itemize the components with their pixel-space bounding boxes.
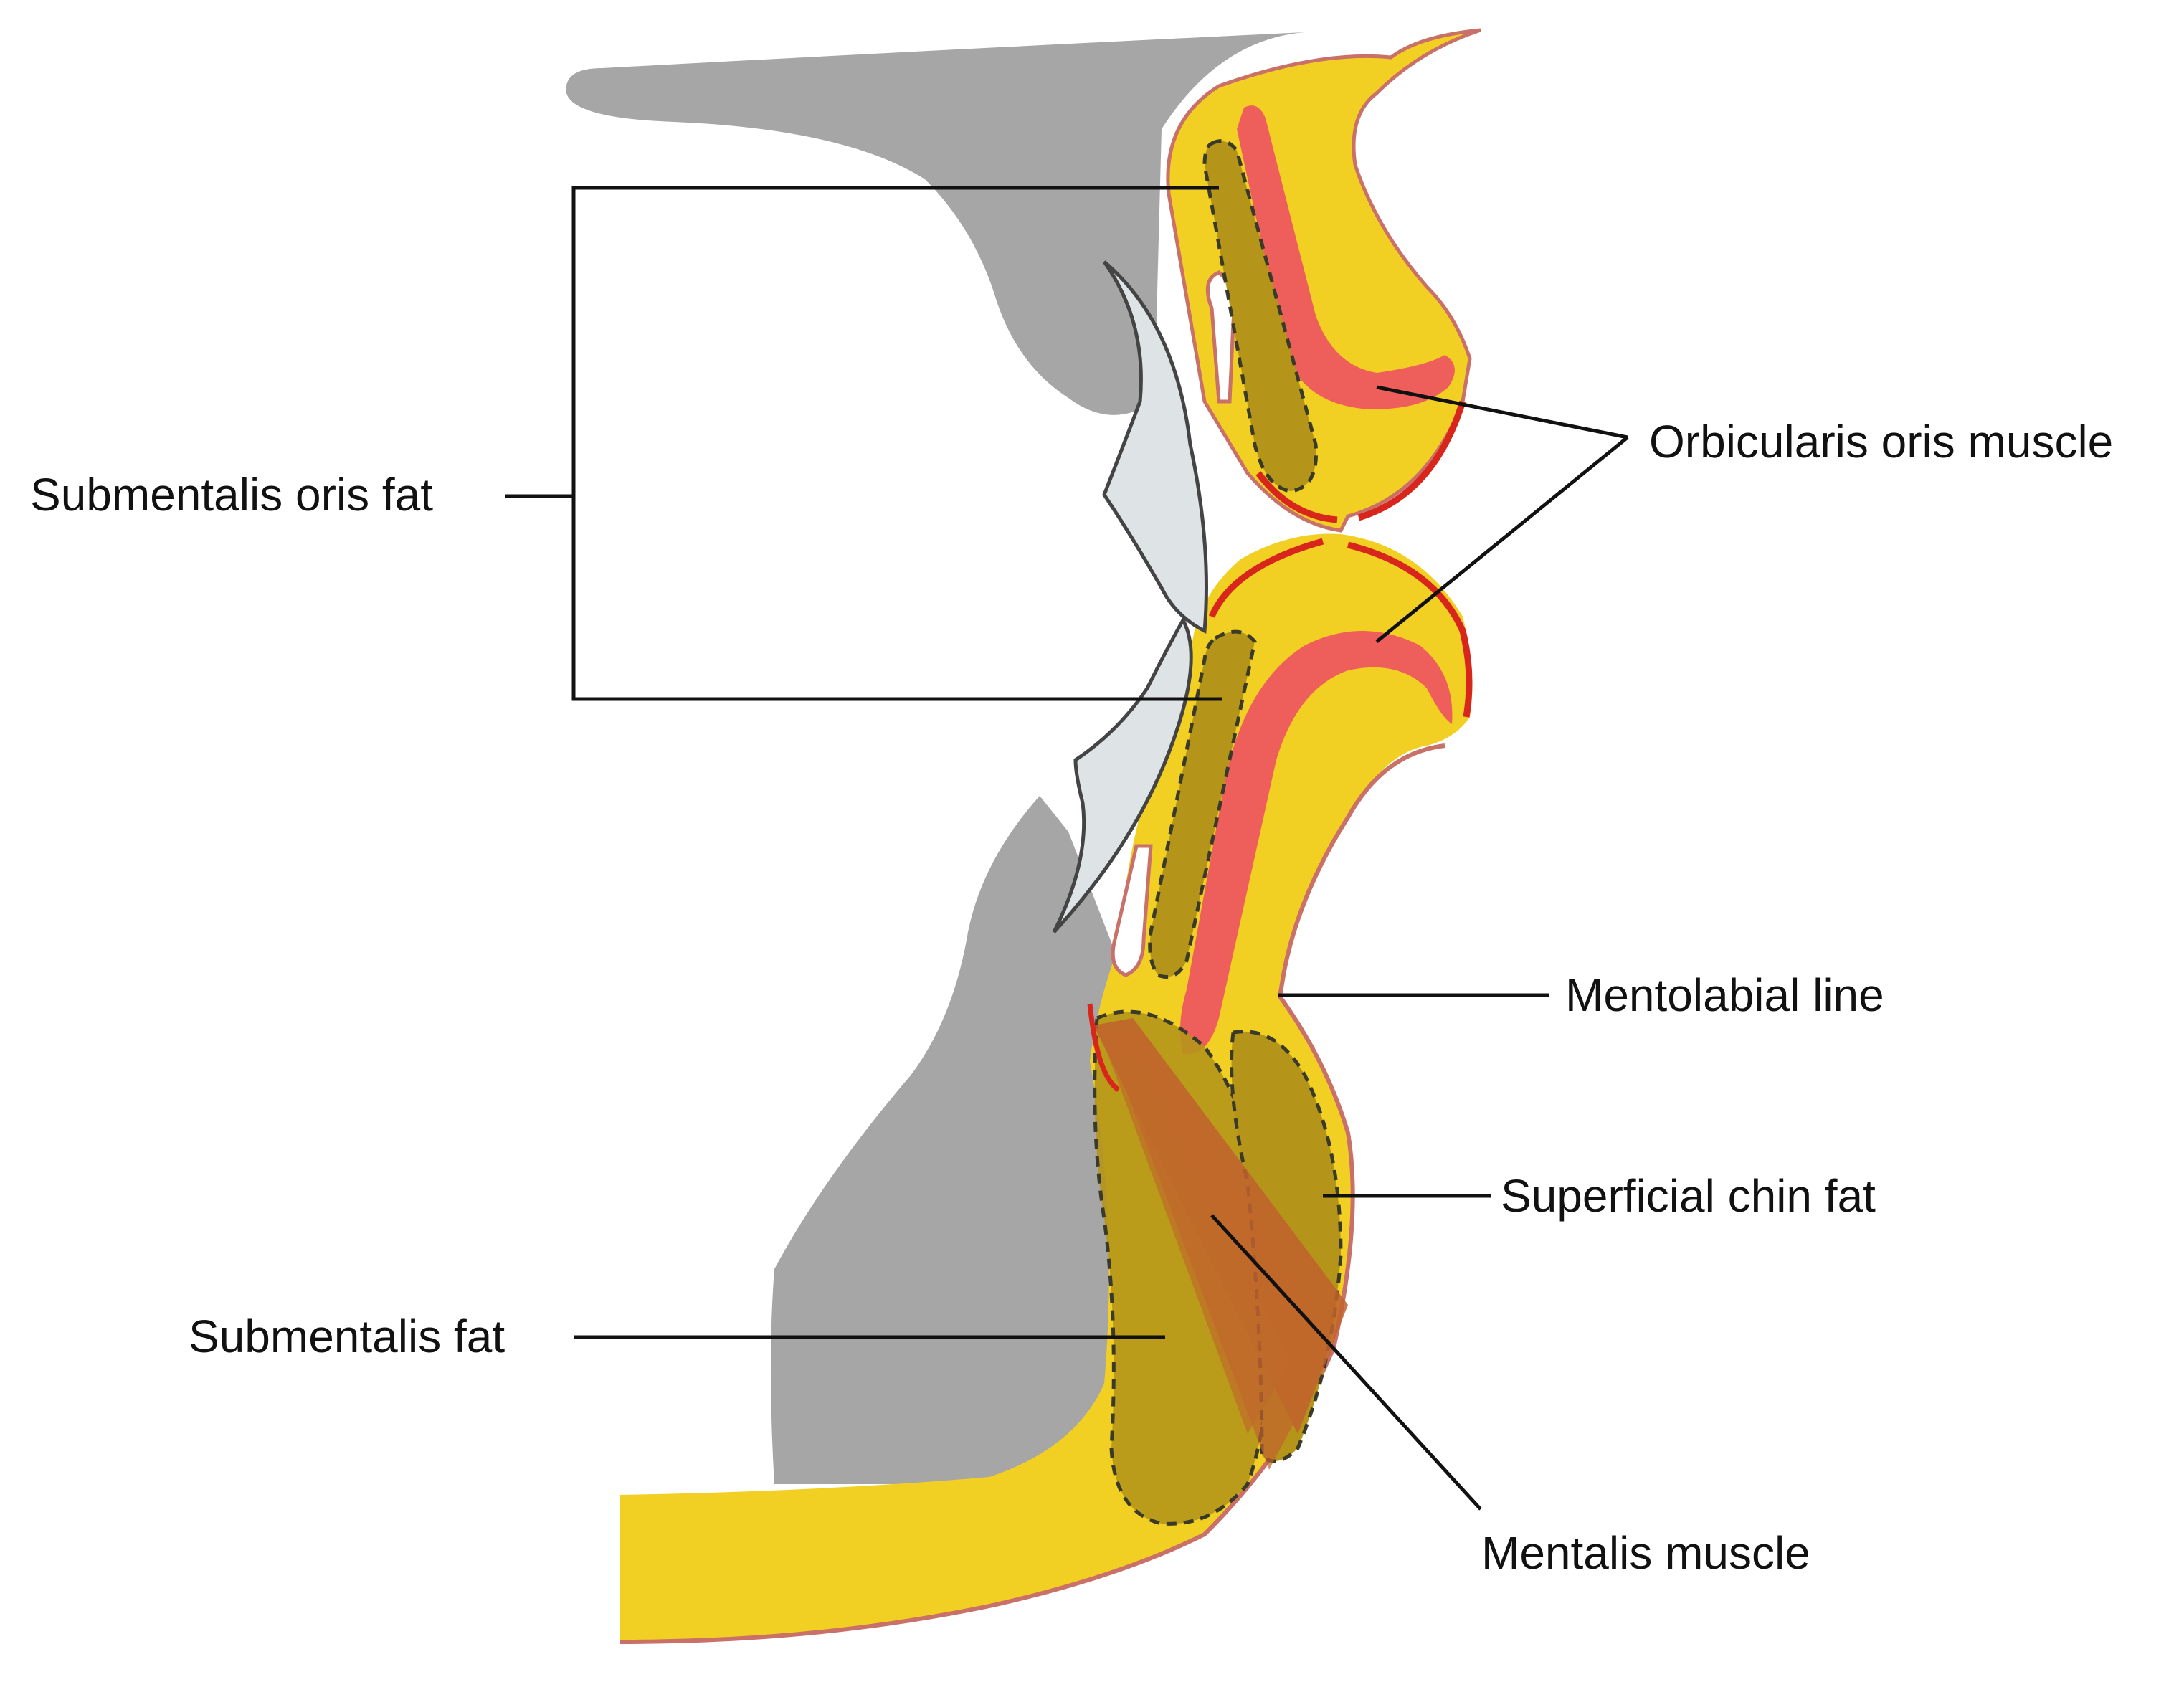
lower-submentalis-oris-fat <box>1148 629 1257 979</box>
orbicularis-lower-leader <box>1375 436 1629 643</box>
mentalis-muscle-leader <box>1210 1214 1482 1511</box>
upper-incisor <box>1102 260 1208 634</box>
label-orbicularis-oris-muscle: Orbicularis oris muscle <box>1649 416 2113 467</box>
upper-orbicularis-muscle <box>1237 105 1455 409</box>
submentalis-fat-pad <box>1093 1009 1273 1526</box>
lower-vestibule <box>1111 844 1153 977</box>
label-submentalis-oris-fat: Submentalis oris fat <box>30 469 433 521</box>
maxilla-bone <box>566 32 1306 415</box>
label-submentalis-fat: Submentalis fat <box>189 1311 505 1362</box>
submentalis-oris-fat-bracket <box>571 186 1222 701</box>
lower-lip-mucosa-edge <box>1208 538 1473 718</box>
mentalis-red-edge <box>1087 1003 1121 1092</box>
label-mentolabial-line: Mentolabial line <box>1565 969 1884 1021</box>
upper-lip-mucosa-edge <box>1255 400 1466 523</box>
orbicularis-upper-leader <box>1376 385 1628 439</box>
mandible-bone <box>771 796 1140 1484</box>
lower-orbicularis-muscle <box>1180 631 1453 1055</box>
label-mentalis-muscle: Mentalis muscle <box>1481 1527 1810 1579</box>
upper-submentalis-oris-fat <box>1202 139 1319 493</box>
label-superficial-chin-fat: Superficial chin fat <box>1501 1170 1876 1222</box>
